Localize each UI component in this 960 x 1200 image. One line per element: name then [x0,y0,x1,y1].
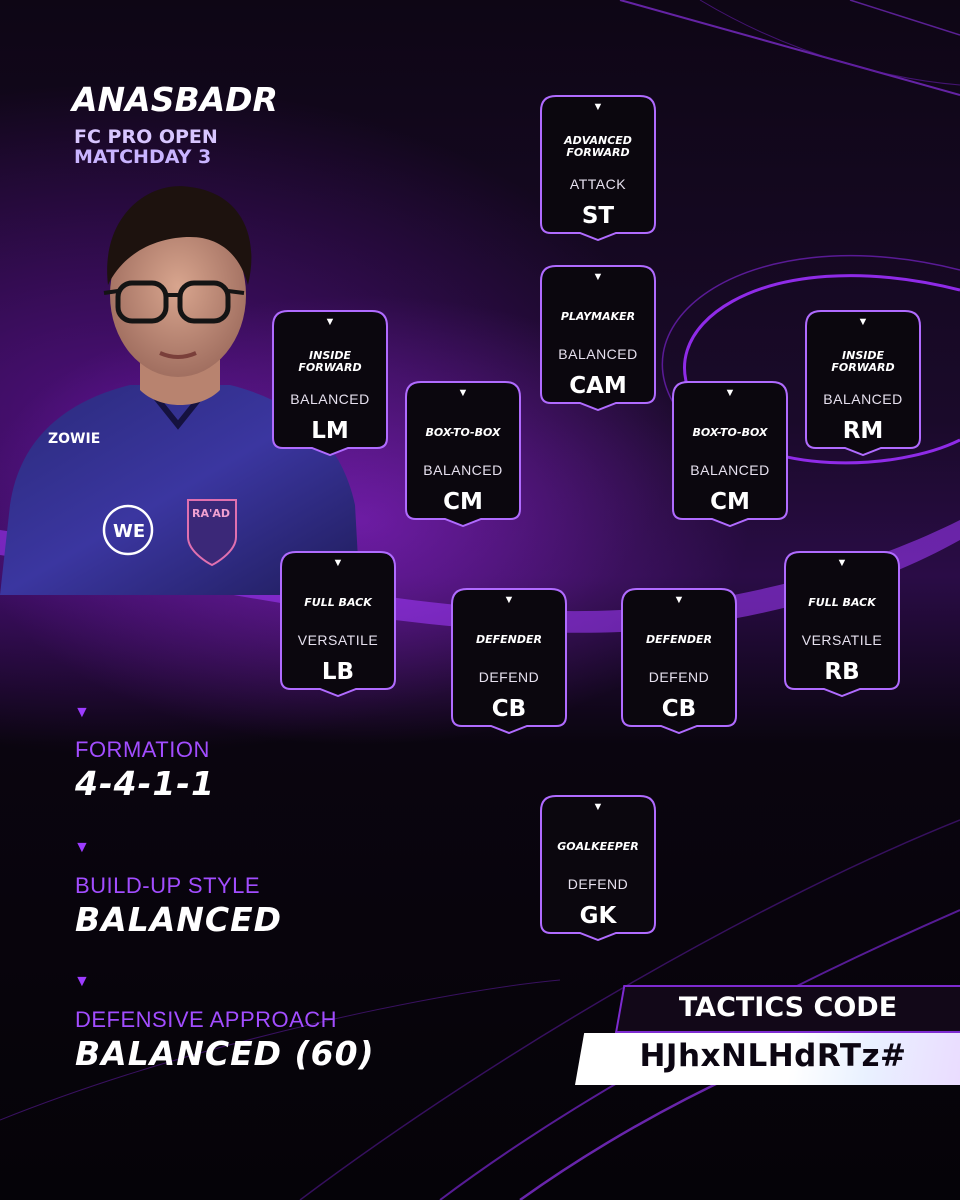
tactics-code-title: TACTICS CODE [678,992,898,1023]
jersey-sponsor-we: WE [113,521,145,542]
card-frame [621,588,737,734]
card-position: CM [710,489,750,515]
card-focus: VERSATILE [801,632,883,648]
buildup-value: BALANCED [75,900,283,939]
formation-value: 4-4-1-1 [75,764,215,803]
defensive-value: BALANCED (60) [75,1034,375,1073]
card-focus: ATTACK [569,176,627,192]
card-frame [672,381,788,527]
card-lm: ▼ INSIDE FORWARD BALANCED LM [270,308,390,456]
card-role: GOALKEEPER [557,840,639,853]
event-name: FC PRO OPEN [74,126,218,148]
card-position: ST [581,203,615,229]
card-role-line2: FORWARD [831,361,895,374]
card-gk: ▼ GOALKEEPER DEFEND GK [538,793,658,941]
card-lb: ▼ FULL BACK VERSATILE LB [278,549,398,697]
club-badge-text: RA'AD [192,507,230,520]
card-focus: BALANCED [690,462,770,478]
defensive-triangle-icon: ▼ [74,973,90,990]
card-role-line1: INSIDE [842,349,884,362]
card-role: FULL BACK [304,596,372,609]
card-focus: BALANCED [423,462,503,478]
card-frame [272,310,388,456]
card-role: PLAYMAKER [560,310,636,323]
card-position: RB [824,659,860,685]
card-focus: DEFEND [567,876,629,892]
card-position: CB [661,696,697,722]
chevron-down-icon: ▼ [857,316,869,328]
card-lcm: ▼ BOX-TO-BOX BALANCED CM [403,379,523,527]
card-frame [540,795,656,941]
card-role-line2: FORWARD [298,361,362,374]
matchday-label: MATCHDAY 3 [74,146,212,168]
card-focus: BALANCED [290,391,370,407]
card-position: CB [491,696,527,722]
chevron-down-icon: ▼ [673,594,685,606]
card-role: BOX-TO-BOX [425,426,501,439]
chevron-down-icon: ▼ [332,557,344,569]
sponsor-circle-icon [102,504,154,556]
card-position: GK [579,903,617,929]
chevron-down-icon: ▼ [503,594,515,606]
card-role-line1: INSIDE [309,349,351,362]
chevron-down-icon: ▼ [592,101,604,113]
chevron-down-icon: ▼ [324,316,336,328]
card-rcb: ▼ DEFENDER DEFEND CB [619,586,739,734]
card-role: BOX-TO-BOX [692,426,768,439]
player-photo: ZOWIE WE RA'AD [0,186,360,595]
card-rm: ▼ INSIDE FORWARD BALANCED RM [803,308,923,456]
card-frame [540,95,656,241]
card-focus: VERSATILE [297,632,379,648]
card-rcm: ▼ BOX-TO-BOX BALANCED CM [670,379,790,527]
chevron-down-icon: ▼ [592,801,604,813]
jersey-sponsor-zowie: ZOWIE [48,431,100,447]
tactics-code-value[interactable]: HJhxNLHdRTz# [639,1038,907,1074]
buildup-label: BUILD-UP STYLE [75,873,261,898]
formation-label: FORMATION [75,737,210,762]
chevron-down-icon: ▼ [457,387,469,399]
card-role-line1: ADVANCED [564,134,632,147]
card-frame [540,265,656,411]
card-cam: ▼ PLAYMAKER BALANCED CAM [538,263,658,411]
card-focus: DEFEND [648,669,710,685]
card-frame [280,551,396,697]
card-role: DEFENDER [476,633,542,646]
card-frame [784,551,900,697]
card-focus: DEFEND [478,669,540,685]
buildup-triangle-icon: ▼ [74,839,90,856]
chevron-down-icon: ▼ [592,271,604,283]
card-frame [451,588,567,734]
player-name: ANASBADR [72,80,278,119]
card-st: ▼ ADVANCED FORWARD ATTACK ST [538,93,658,241]
card-rb: ▼ FULL BACK VERSATILE RB [782,549,902,697]
card-position: LB [321,659,355,685]
card-role: DEFENDER [646,633,712,646]
card-frame [805,310,921,456]
club-badge-icon [187,499,237,567]
formation-triangle-icon: ▼ [74,704,90,721]
chevron-down-icon: ▼ [724,387,736,399]
defensive-label: DEFENSIVE APPROACH [75,1007,338,1032]
card-focus: BALANCED [558,346,638,362]
chevron-down-icon: ▼ [836,557,848,569]
card-focus: BALANCED [823,391,903,407]
card-lcb: ▼ DEFENDER DEFEND CB [449,586,569,734]
card-position: CAM [569,373,627,399]
card-position: LM [311,418,349,444]
card-position: RM [842,418,884,444]
card-frame [405,381,521,527]
card-role-line2: FORWARD [566,146,630,159]
card-role: FULL BACK [808,596,876,609]
card-position: CM [443,489,483,515]
